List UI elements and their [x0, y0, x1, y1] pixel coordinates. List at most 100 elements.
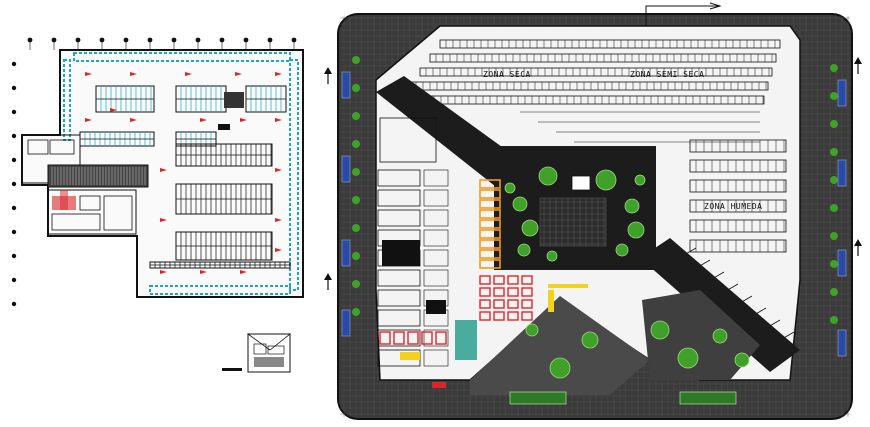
stall — [479, 199, 501, 209]
stall — [479, 249, 501, 259]
column-grid-marker-icon — [219, 37, 225, 43]
access-line — [645, 5, 720, 26]
stall — [393, 331, 405, 345]
parking-perimeter-left — [63, 59, 71, 141]
room — [377, 209, 421, 227]
tree-symbol-icon — [624, 198, 640, 214]
tree-symbol-icon — [830, 260, 838, 268]
direction-arrow-icon — [130, 72, 137, 76]
stall — [421, 331, 433, 345]
column-grid-marker-icon — [11, 61, 17, 307]
tree-symbol-icon — [352, 168, 360, 176]
tree-symbol-icon — [352, 56, 838, 379]
direction-arrow-icon — [240, 118, 247, 122]
north-arrow-icon — [854, 239, 862, 246]
tree-symbol-icon — [830, 92, 838, 100]
service-core — [21, 134, 149, 235]
diagonal-circulation-se — [640, 238, 800, 372]
stall — [479, 259, 501, 269]
stall-row — [439, 39, 781, 49]
stall — [493, 299, 505, 309]
tree-symbol-icon — [634, 174, 646, 186]
north-arrow-icon — [324, 57, 862, 290]
bay — [837, 249, 847, 277]
stall — [521, 287, 533, 297]
stall — [479, 209, 501, 219]
lower-right-plaza — [642, 290, 760, 380]
tree-symbol-icon — [677, 347, 699, 369]
direction-arrow-icon — [275, 218, 282, 222]
stall — [479, 179, 501, 189]
direction-arrow-icon — [709, 2, 722, 10]
tree-symbol-icon — [352, 56, 360, 64]
direction-arrow-icon — [240, 270, 247, 274]
colored-stall-cluster — [379, 179, 588, 388]
dark-room — [382, 240, 420, 266]
zona-seca-stalls — [399, 39, 781, 143]
stall — [507, 287, 519, 297]
parking-level-plan — [11, 37, 304, 307]
parking-stall-blocks — [79, 85, 291, 269]
bay — [837, 159, 847, 187]
bay — [341, 155, 351, 183]
column-grid-marker-icon — [123, 37, 129, 43]
direction-arrow-icon — [275, 118, 282, 122]
stall-row — [689, 179, 787, 193]
tree-symbol-icon — [627, 221, 645, 239]
lower-plaza-wedge — [470, 296, 650, 395]
tree-symbol-icon — [521, 219, 539, 237]
direction-arrow-icon — [200, 270, 207, 274]
stall — [479, 239, 501, 249]
room — [377, 309, 421, 327]
stall — [493, 311, 505, 321]
bottom-planters — [509, 391, 737, 405]
stall — [379, 331, 391, 345]
room — [377, 329, 421, 347]
tree-symbol-icon — [830, 316, 838, 324]
column-grid-marker-icon — [267, 37, 273, 43]
north-arrow-icon — [324, 67, 332, 74]
stall-row — [419, 67, 773, 77]
stall-row — [689, 139, 787, 153]
direction-arrow-icon — [85, 72, 282, 274]
tree-symbol-icon — [830, 64, 838, 72]
tree-symbol-icon — [352, 140, 360, 148]
room — [423, 169, 449, 187]
stall — [521, 275, 533, 285]
tree-symbol-icon — [512, 196, 528, 212]
stall — [521, 311, 533, 321]
direction-arrow-icon — [110, 108, 117, 112]
tree-symbol-icon — [352, 280, 360, 288]
room — [423, 209, 449, 227]
column-grid-marker-icon — [11, 253, 17, 259]
tree-symbol-icon — [830, 148, 838, 156]
stall-row — [689, 219, 787, 233]
stall — [507, 299, 519, 309]
column-grid-marker-icon — [195, 37, 201, 43]
direction-arrow-icon — [200, 118, 207, 122]
bay — [341, 309, 351, 337]
direction-arrow-icon — [130, 118, 137, 122]
parking-perimeter-bottom — [149, 285, 291, 295]
stall — [521, 299, 533, 309]
column-grid-marker-icon — [11, 61, 17, 67]
column-grid-marker-icon — [11, 229, 17, 235]
tree-symbol-icon — [830, 232, 838, 240]
tree-symbol-icon — [352, 224, 360, 232]
column-grid-marker-icon — [171, 37, 177, 43]
tree-symbol-icon — [352, 196, 360, 204]
column-grid-marker-icon — [11, 157, 17, 163]
stall-row — [429, 53, 777, 63]
left-wing-rooms — [377, 117, 449, 367]
column-grid-marker-icon — [11, 133, 17, 139]
bay — [341, 71, 351, 99]
north-arrow-icon — [854, 57, 862, 64]
stall — [479, 311, 491, 321]
bay — [837, 329, 847, 357]
column-grid-marker-icon — [147, 37, 153, 43]
zona-humeda-stalls — [671, 139, 795, 347]
tree-symbol-icon — [352, 112, 360, 120]
column-grid-marker-icon — [11, 205, 17, 211]
tree-symbol-icon — [830, 176, 838, 184]
diagonal-circulation-nw — [376, 76, 520, 190]
